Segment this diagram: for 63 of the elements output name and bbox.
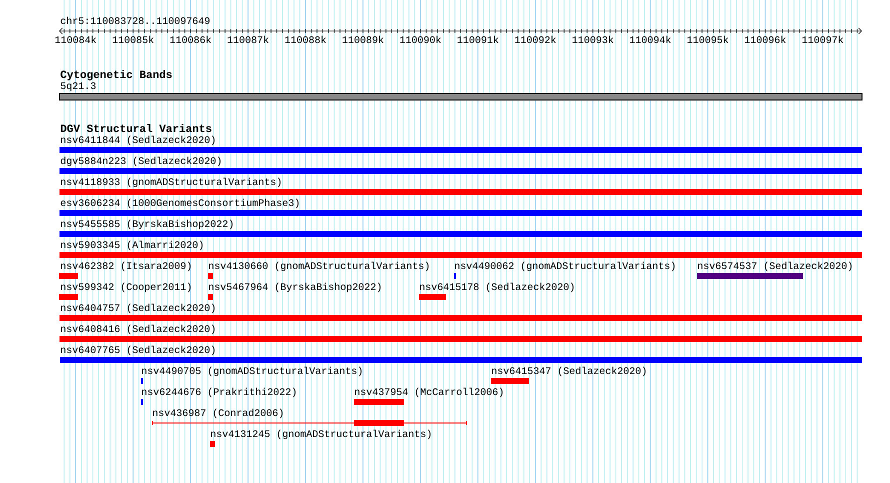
variant-bar: nsv6415347 (Sedlazeck2020) xyxy=(491,366,646,384)
variant-bar: nsv6415178 (Sedlazeck2020) xyxy=(419,282,574,300)
variant-bar: esv3606234 (1000GenomesConsortiumPhase3) xyxy=(60,198,862,216)
tick-label: 110085k xyxy=(112,36,154,44)
variant-bar: nsv599342 (Cooper2011) xyxy=(59,282,191,300)
variant-bar: nsv5903345 (Almarri2020) xyxy=(60,240,862,258)
variant-bar: nsv462382 (Itsara2009) xyxy=(59,262,191,279)
axis-title: chr5:110083728..110097649 xyxy=(60,16,210,24)
node-label: nsv599342 (Cooper2011) xyxy=(61,282,191,292)
variant-bar: nsv4131245 (gnomADStructuralVariants) xyxy=(210,430,431,447)
node-label: esv3606234 (1000GenomesConsortiumPhase3) xyxy=(60,198,299,208)
variant-bar: nsv6404757 (Sedlazeck2020) xyxy=(60,304,862,321)
node-label: nsv6407765 (Sedlazeck2020) xyxy=(61,346,215,356)
tick-label: 110084k xyxy=(55,36,96,44)
node-label: nsv6408416 (Sedlazeck2020) xyxy=(61,324,215,334)
node-label: nsv6411844 (Sedlazeck2020) xyxy=(61,136,215,146)
variant-bar: nsv5455585 (ByrskaBishop2022) xyxy=(60,220,862,237)
variant-bar: nsv4490705 (gnomADStructuralVariants) xyxy=(141,366,362,384)
tick-label: 110097k xyxy=(802,36,844,44)
node-label: nsv436987 (Conrad2006) xyxy=(153,408,283,418)
node-label: nsv6415178 (Sedlazeck2020) xyxy=(420,282,574,292)
variant-bar: nsv6411844 (Sedlazeck2020) xyxy=(60,136,862,153)
variant-bar: nsv437954 (McCarroll2006) xyxy=(354,388,503,405)
node-label: nsv4490062 (gnomADStructuralVariants) xyxy=(455,262,675,272)
track-title: DGV Structural Variants xyxy=(60,124,212,132)
tick-label: 110094k xyxy=(630,36,671,44)
tick-label: 110086k xyxy=(170,36,212,44)
variant-bar: nsv6407765 (Sedlazeck2020) xyxy=(60,346,862,363)
tick-label: 110092k xyxy=(515,36,556,44)
variant-bar: nsv6574537 (Sedlazeck2020) xyxy=(697,262,852,279)
variant-bar: nsv5467964 (ByrskaBishop2022) xyxy=(208,282,381,300)
node-label: 5q21.3 xyxy=(60,82,96,92)
node-label: nsv4131245 (gnomADStructuralVariants) xyxy=(211,430,431,440)
node-label: nsv5903345 (Almarri2020) xyxy=(61,240,203,250)
node-label: nsv6244676 (Prakrithi2022) xyxy=(142,388,296,398)
variant-bar: dgv5884n223 (Sedlazeck2020) xyxy=(60,156,862,174)
tick-label: 110091k xyxy=(458,36,498,44)
node-label: nsv437954 (McCarroll2006) xyxy=(355,388,503,398)
tick-label: 110095k xyxy=(688,36,728,44)
tick-label: 110087k xyxy=(228,36,269,44)
node-label: dgv5884n223 (Sedlazeck2020) xyxy=(60,156,221,166)
tick-label: 110093k xyxy=(572,36,614,44)
tick-label: 110096k xyxy=(744,36,786,44)
variant-bar: nsv4118933 (gnomADStructuralVariants) xyxy=(60,178,862,195)
variant-bar: nsv6408416 (Sedlazeck2020) xyxy=(60,324,862,342)
tick-label: 110089k xyxy=(342,36,384,44)
node-label: nsv5455585 (ByrskaBishop2022) xyxy=(61,220,233,230)
variant-bar: nsv6244676 (Prakrithi2022) xyxy=(141,388,296,405)
node-label: nsv4130660 (gnomADStructuralVariants) xyxy=(209,262,429,272)
cytoband-bar: 5q21.3 xyxy=(59,82,862,100)
node-label: nsv462382 (Itsara2009) xyxy=(61,262,191,272)
variant-bar: nsv4490062 (gnomADStructuralVariants) xyxy=(454,262,675,279)
tick-label: 110090k xyxy=(400,36,441,44)
node-label: nsv6415347 (Sedlazeck2020) xyxy=(492,366,646,376)
node-label: nsv4118933 (gnomADStructuralVariants) xyxy=(61,178,281,188)
variant-span: nsv436987 (Conrad2006) xyxy=(152,408,468,426)
node-label: nsv4490705 (gnomADStructuralVariants) xyxy=(142,366,362,376)
variant-bar: nsv4130660 (gnomADStructuralVariants) xyxy=(208,262,429,279)
node-label: nsv6404757 (Sedlazeck2020) xyxy=(61,304,215,314)
node-label: nsv6574537 (Sedlazeck2020) xyxy=(698,262,852,272)
track-title: Cytogenetic Bands xyxy=(60,70,172,80)
tick-label: 110088k xyxy=(285,36,326,44)
node-label: nsv5467964 (ByrskaBishop2022) xyxy=(209,282,381,292)
